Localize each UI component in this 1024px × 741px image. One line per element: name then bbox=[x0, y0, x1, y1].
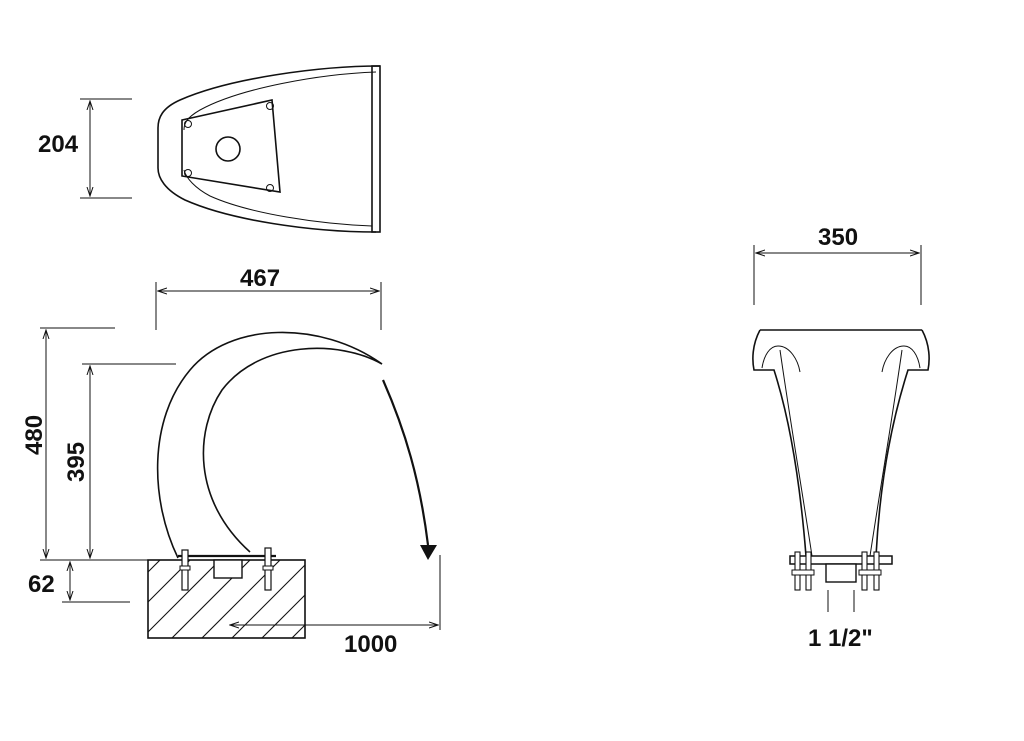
front-view: 1 1/2" 350 bbox=[752, 224, 930, 652]
dim-spout-height: 395 bbox=[63, 442, 90, 482]
dim-side-height: 480 bbox=[21, 415, 48, 455]
top-view: 204 bbox=[38, 65, 381, 233]
side-view: 467 480 395 62 1000 bbox=[21, 265, 441, 658]
dim-front-width: 350 bbox=[818, 224, 858, 251]
dim-pipe-size: 1 1/2" bbox=[808, 625, 873, 652]
dim-throw-distance: 1000 bbox=[344, 631, 397, 658]
base-hatching bbox=[148, 560, 305, 638]
dim-base-height: 62 bbox=[28, 571, 55, 598]
dim-side-width: 467 bbox=[240, 265, 280, 292]
dim-top-height: 204 bbox=[38, 131, 79, 158]
